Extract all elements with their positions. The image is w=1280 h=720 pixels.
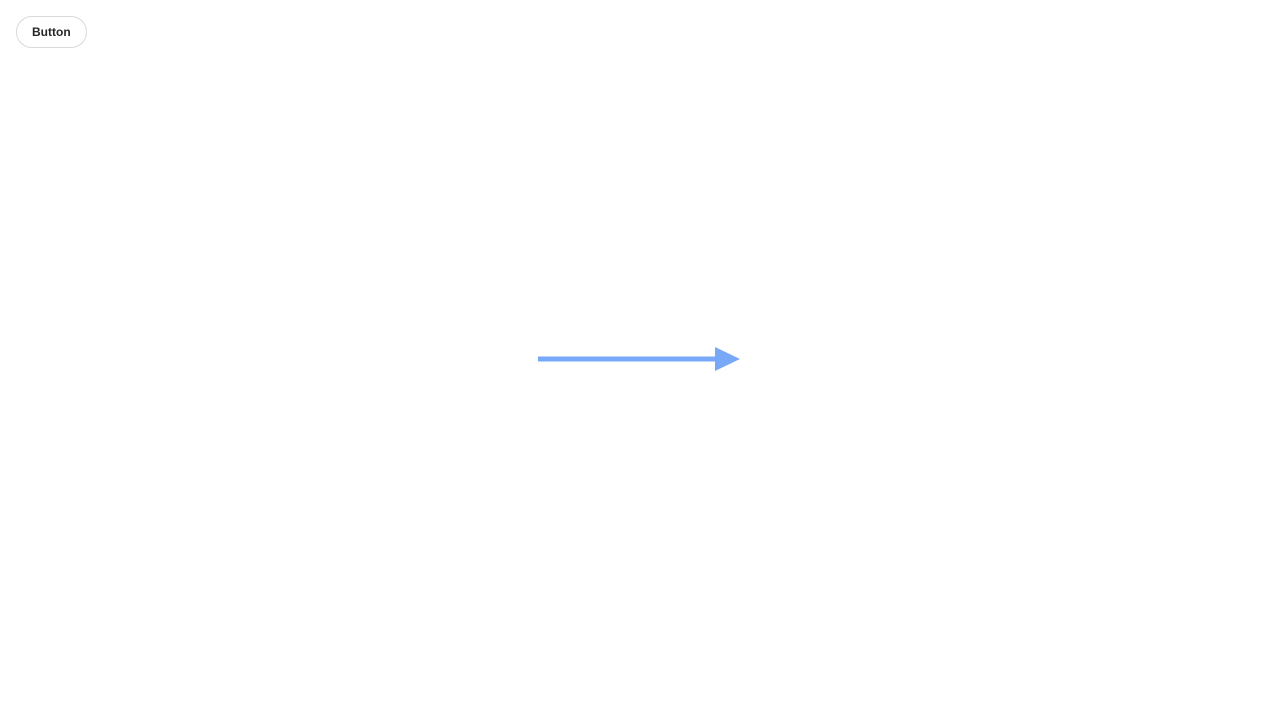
arrow-right-icon (538, 347, 740, 371)
top-left-button[interactable]: Button (16, 16, 87, 48)
